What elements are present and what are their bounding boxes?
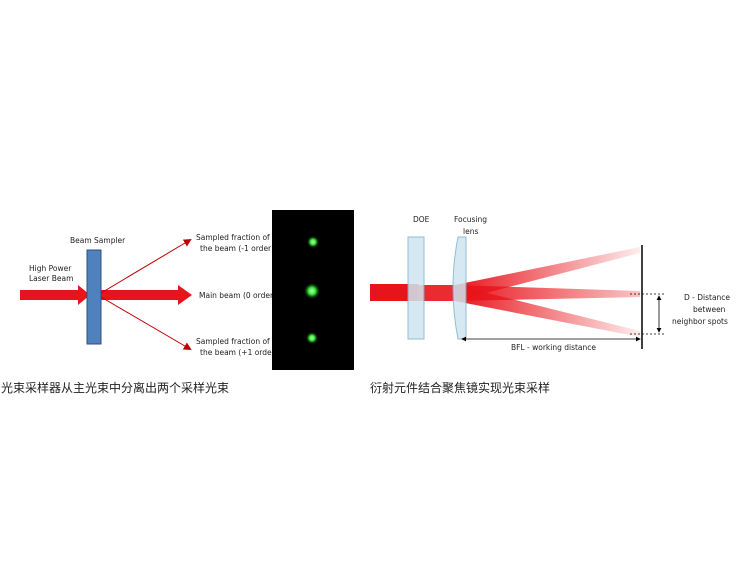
distance-label-line1: D - Distance <box>684 293 730 302</box>
beam-through-optics <box>418 285 458 301</box>
left-diagram: High Power Laser Beam Beam Sampler Sampl… <box>20 210 354 370</box>
lens-label-line2: lens <box>463 227 478 236</box>
figure-band: High Power Laser Beam Beam Sampler Sampl… <box>0 207 753 399</box>
lower-label-line2: the beam (+1 order) <box>200 348 278 357</box>
right-diagram: DOE Focusing lens D - Distance between n… <box>370 215 730 352</box>
bfl-label: BFL - working distance <box>511 343 596 352</box>
main-label: Main beam (0 order) <box>199 291 276 300</box>
left-caption: 光束采样器从主光束中分离出两个采样光束 <box>1 381 230 395</box>
doe-label: DOE <box>413 215 430 224</box>
lower-label-line1: Sampled fraction of <box>196 337 270 346</box>
input-beam-arrow <box>20 285 90 305</box>
upper-label-line1: Sampled fraction of <box>196 233 270 242</box>
spot-plus-one-order <box>306 332 318 344</box>
input-label-line2: Laser Beam <box>29 274 73 283</box>
upper-label-line2: the beam (-1 order) <box>200 244 274 253</box>
distance-label-line3: neighbor spots <box>672 317 728 326</box>
doe-element <box>407 236 425 340</box>
upper-sampled-beam <box>100 238 192 294</box>
spot-minus-one-order <box>307 236 319 248</box>
lower-sampled-beam <box>100 296 192 351</box>
right-caption: 衍射元件结合聚焦镜实现光束采样 <box>370 381 551 395</box>
input-label-line1: High Power <box>29 264 72 273</box>
sampler-label: Beam Sampler <box>70 236 126 245</box>
right-input-beam <box>370 284 418 301</box>
distance-label-line2: between <box>693 305 726 314</box>
lens-label-line1: Focusing <box>454 215 487 224</box>
main-beam-arrow <box>101 285 192 305</box>
focusing-lens <box>452 236 467 340</box>
spot-zero-order <box>304 283 320 299</box>
figure-canvas: High Power Laser Beam Beam Sampler Sampl… <box>20 210 730 370</box>
beam-sampler <box>86 249 102 345</box>
lower-diffracted-beam <box>455 285 640 337</box>
